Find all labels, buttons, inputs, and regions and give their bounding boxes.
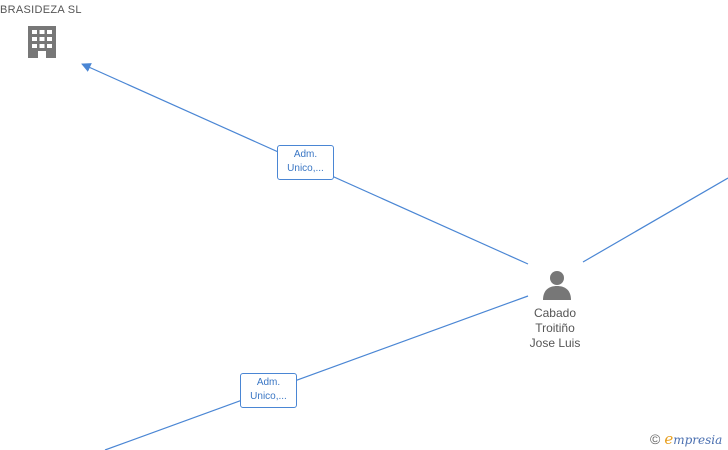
edge-label-role[interactable]: Adm. Unico,...	[240, 373, 297, 408]
company-name[interactable]: BRASIDEZA SL	[0, 4, 82, 16]
brand-initial: e	[664, 430, 674, 448]
edge-label-role[interactable]: Adm. Unico,...	[277, 145, 334, 180]
edge-label-line-1: Adm.	[256, 377, 281, 388]
edge-label-line-1: Adm.	[293, 149, 318, 160]
edge-line-person-to-offscreen-bottom	[104, 295, 529, 450]
copyright-symbol: ©	[650, 431, 661, 447]
edge-label-line-2: Unico,...	[250, 391, 287, 402]
building-icon[interactable]	[26, 24, 58, 60]
person-name-line-3: Jose Luis	[529, 336, 581, 350]
empresia-logo: ©empresia	[650, 430, 722, 448]
edge-label-line-2: Unico,...	[287, 163, 324, 174]
person-name-line-2: Troitiño	[535, 321, 575, 335]
edge-line-person-to-offscreen-right	[582, 177, 728, 263]
person-icon[interactable]	[541, 269, 573, 301]
brand-name: mpresia	[673, 433, 723, 447]
person-name-line-1: Cabado	[533, 306, 577, 320]
person-name[interactable]: Cabado Troitiño Jose Luis	[505, 306, 605, 351]
